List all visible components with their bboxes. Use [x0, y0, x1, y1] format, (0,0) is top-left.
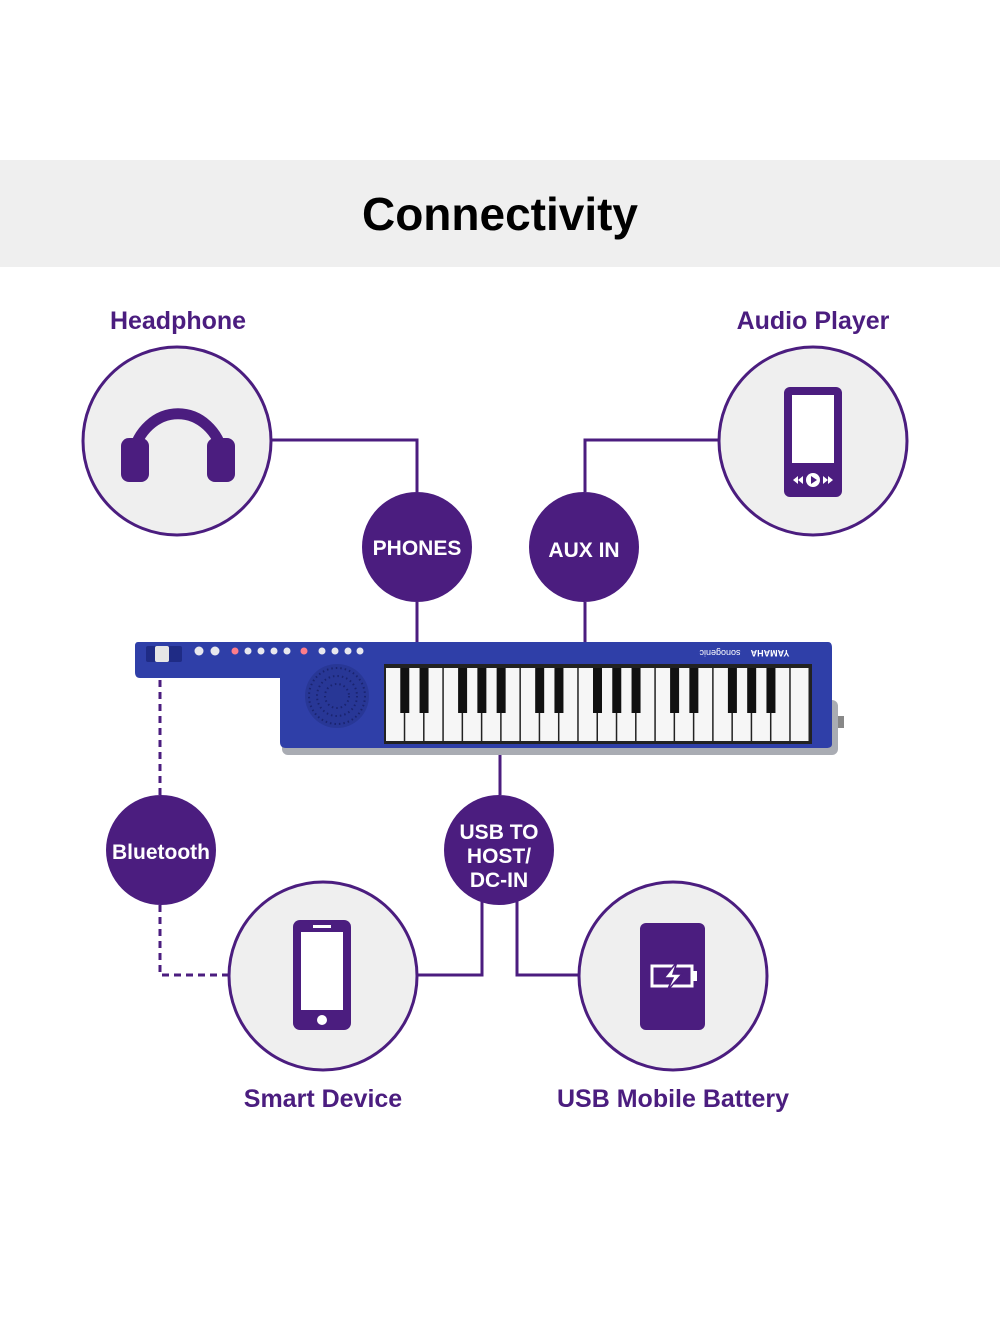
aux-in-port-circle	[529, 492, 639, 602]
smart-device-label: Smart Device	[244, 1085, 403, 1113]
white-key	[655, 668, 674, 741]
usb-label-line2: HOST/	[467, 845, 531, 868]
white-key	[501, 668, 520, 741]
bluetooth-circle	[106, 795, 216, 905]
black-key	[400, 668, 410, 713]
white-key	[386, 668, 404, 741]
panel-button	[283, 647, 291, 655]
black-key	[535, 668, 545, 713]
white-key	[675, 668, 693, 741]
aux-in-label: AUX IN	[548, 539, 619, 562]
black-key	[458, 668, 468, 713]
usb-battery-label: USB Mobile Battery	[557, 1085, 789, 1113]
bluetooth-label: Bluetooth	[112, 841, 210, 864]
usb-label-line1: USB TO	[460, 821, 539, 844]
black-key	[477, 668, 487, 713]
white-key	[443, 668, 462, 741]
headphone-icon	[121, 408, 235, 482]
white-key	[463, 668, 481, 741]
white-key	[732, 668, 751, 741]
phones-label: PHONES	[373, 537, 462, 560]
brand-logo: YAMAHA	[750, 648, 789, 658]
speaker-grille	[305, 664, 369, 728]
black-key	[747, 668, 757, 713]
white-key	[540, 668, 558, 741]
panel-button	[257, 647, 265, 655]
connector-lines	[158, 438, 719, 977]
white-key	[520, 668, 539, 741]
white-key	[752, 668, 770, 741]
headphone-label: Headphone	[110, 307, 246, 335]
panel-button	[210, 646, 220, 656]
keytar-keyboard: YAMAHA sonogenic	[135, 642, 844, 755]
white-key	[771, 668, 790, 741]
panel-button	[356, 647, 364, 655]
black-key	[689, 668, 699, 713]
black-key	[496, 668, 506, 713]
white-key	[636, 668, 655, 741]
white-key	[617, 668, 636, 741]
black-key	[766, 668, 776, 713]
white-key	[559, 668, 578, 741]
white-key	[578, 668, 597, 741]
phones-port-circle	[362, 492, 472, 602]
audio-player-icon	[784, 387, 842, 497]
white-key	[405, 668, 424, 741]
battery-charging-icon	[640, 923, 705, 1030]
headphone-circle	[81, 345, 273, 537]
panel-button	[331, 647, 339, 655]
panel-button	[270, 647, 278, 655]
model-logo: sonogenic	[699, 648, 741, 658]
usb-port-circle	[444, 795, 554, 905]
white-key	[424, 668, 443, 741]
panel-button	[194, 646, 204, 656]
panel-button	[231, 647, 239, 655]
black-key	[727, 668, 737, 713]
title-band	[0, 160, 1000, 267]
usb-label-line3: DC-IN	[470, 869, 528, 892]
black-key	[593, 668, 602, 713]
black-key	[419, 668, 429, 713]
white-key	[482, 668, 501, 741]
panel-button	[244, 647, 252, 655]
smartphone-icon	[293, 920, 351, 1030]
black-key	[612, 668, 622, 713]
panel-button	[300, 647, 308, 655]
white-key	[598, 668, 616, 741]
panel-button	[344, 647, 352, 655]
black-key	[670, 668, 680, 713]
white-key	[694, 668, 713, 741]
white-key	[790, 668, 809, 741]
black-key	[554, 668, 564, 713]
audio-player-label: Audio Player	[737, 307, 890, 335]
page-title: Connectivity	[362, 188, 638, 240]
panel-button	[318, 647, 326, 655]
black-key	[631, 668, 641, 713]
white-key	[713, 668, 732, 741]
